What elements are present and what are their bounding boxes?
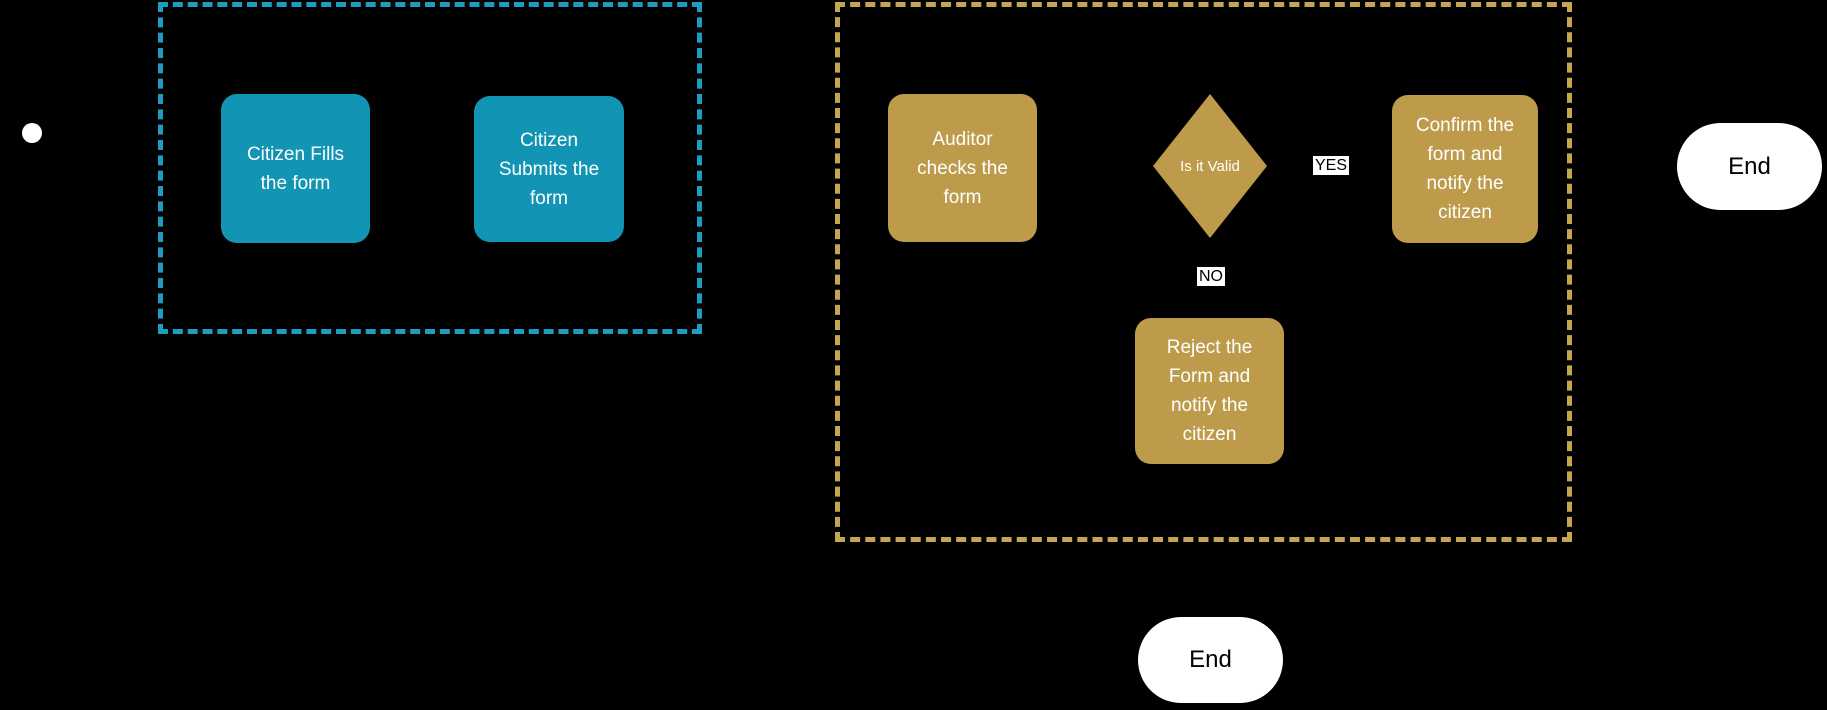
swimlane-auditor[interactable] [835, 2, 1572, 542]
node-confirm-form-notify-citizen[interactable]: Confirm the form and notify the citizen [1392, 95, 1538, 243]
end-node-reject-path[interactable]: End [1138, 617, 1283, 703]
node-auditor-checks-form[interactable]: Auditor checks the form [888, 94, 1037, 242]
end-node-confirm-path[interactable]: End [1677, 123, 1822, 210]
start-node[interactable] [22, 123, 42, 143]
edge-label-no: NO [1197, 267, 1225, 286]
end-label: End [1728, 152, 1771, 180]
node-citizen-fills-form[interactable]: Citizen Fills the form [221, 94, 370, 243]
node-citizen-submits-form[interactable]: Citizen Submits the form [474, 96, 624, 242]
node-label: Confirm the form and notify the citizen [1415, 115, 1515, 223]
node-label: Reject the Form and notify the citizen [1166, 337, 1253, 445]
node-label: Auditor checks the form [917, 128, 1008, 208]
decision-label: Is it Valid [1180, 157, 1240, 175]
swimlane-citizen[interactable] [158, 2, 702, 334]
node-label: Citizen Fills the form [246, 143, 345, 194]
node-label: Citizen Submits the form [498, 129, 600, 209]
edge-label-yes: YES [1313, 156, 1350, 175]
node-reject-form-notify-citizen[interactable]: Reject the Form and notify the citizen [1135, 318, 1284, 464]
end-label: End [1189, 646, 1232, 673]
